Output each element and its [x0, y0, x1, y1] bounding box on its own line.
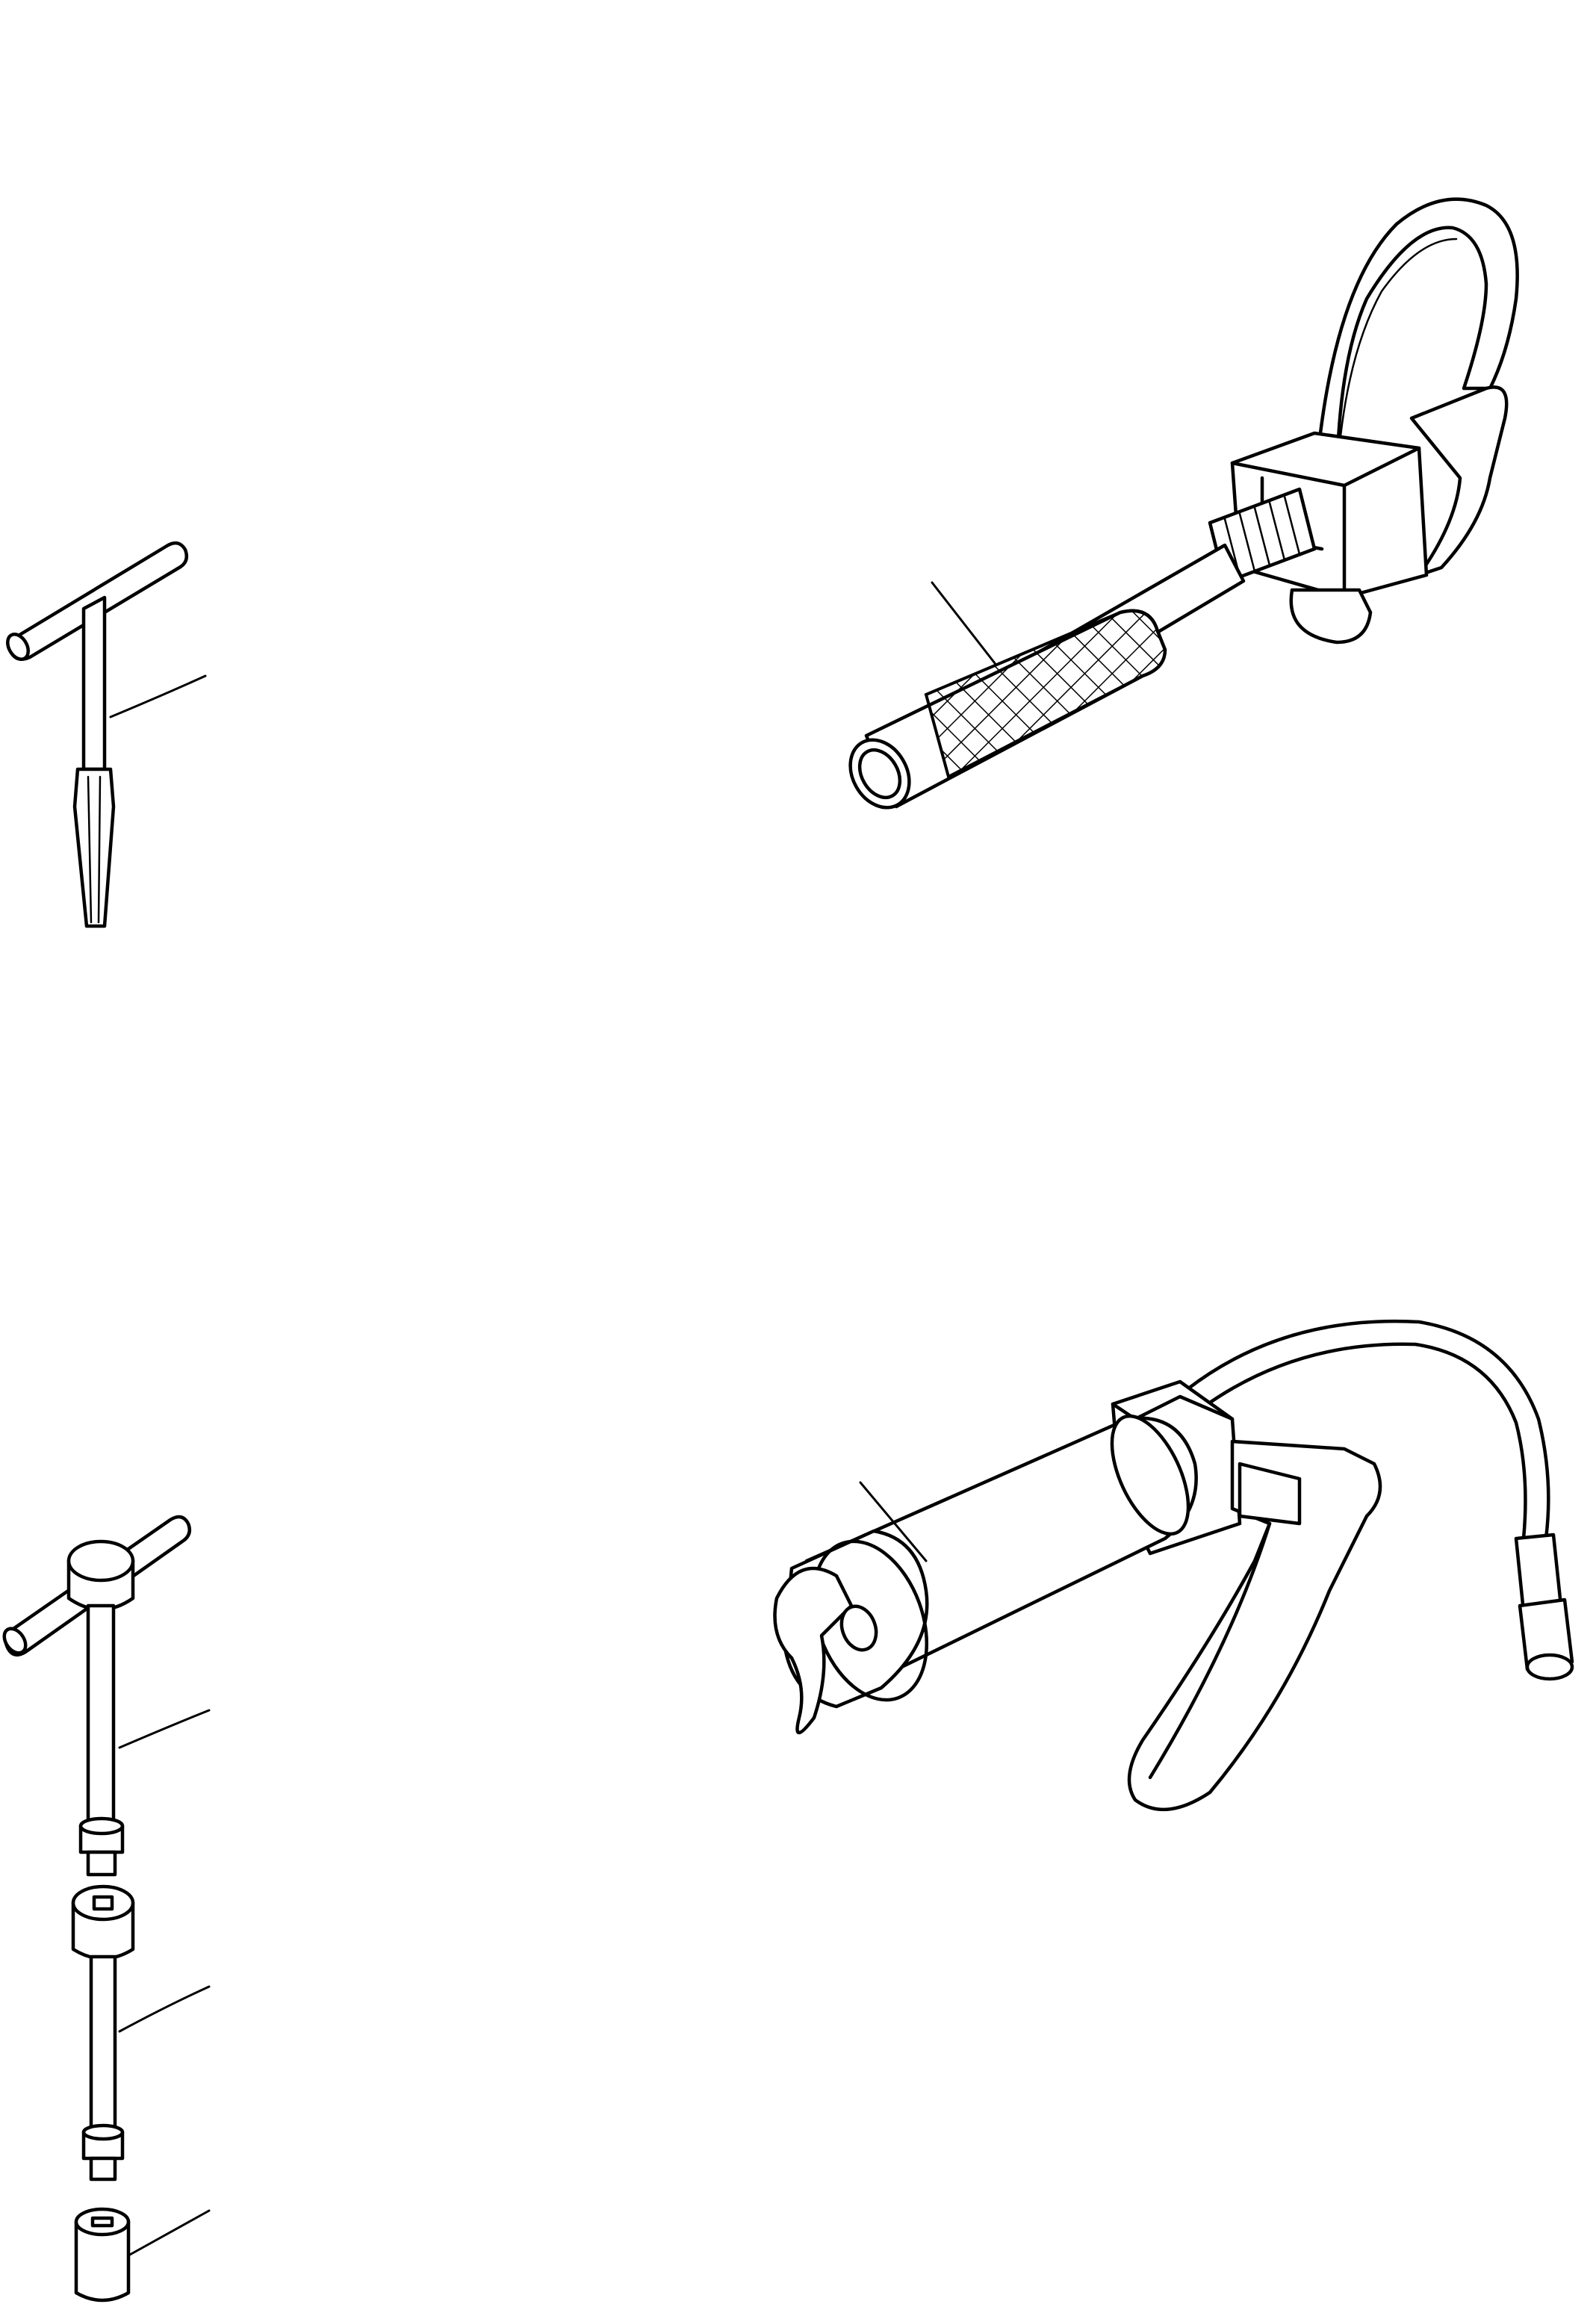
- grease-gun: [773, 1319, 1574, 1812]
- slide-hammer-puller: [848, 197, 1519, 810]
- extension-bar: [71, 1884, 211, 2182]
- leader-line: [118, 1709, 211, 1749]
- socket: [74, 2207, 211, 2303]
- leader-line: [118, 1985, 211, 2033]
- t-handle-wrench: [6, 541, 207, 928]
- t-handle-socket-set: [2, 1515, 211, 1877]
- leader-line: [127, 2209, 211, 2257]
- leader-line: [931, 581, 996, 665]
- leader-line: [109, 674, 207, 718]
- leader-line: [859, 1481, 928, 1562]
